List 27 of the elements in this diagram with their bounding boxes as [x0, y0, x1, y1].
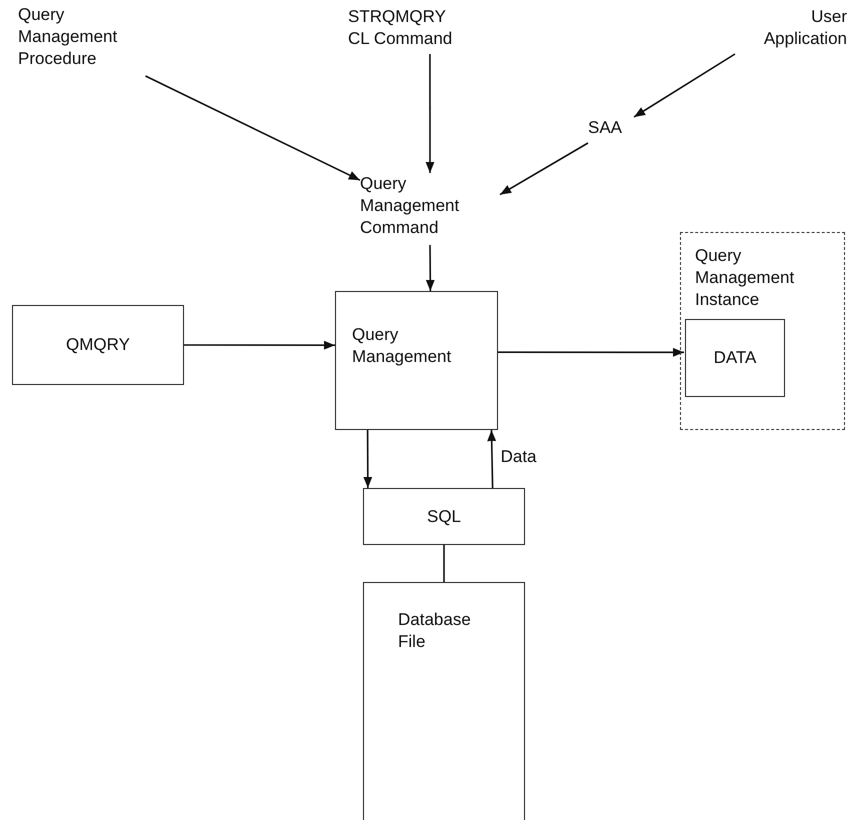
- dashed-group-box: [680, 232, 845, 430]
- arrow: [498, 348, 684, 357]
- box-label: Query Management: [352, 324, 452, 368]
- node-label: Query Management Command: [360, 173, 460, 240]
- node-label: User Application: [762, 6, 847, 50]
- box-label: Database File: [398, 609, 472, 654]
- arrow: [184, 340, 335, 350]
- box-label: Query Management Instance: [695, 245, 796, 312]
- box-label: SQL: [426, 505, 462, 528]
- process-box: [685, 319, 785, 397]
- process-box: [12, 305, 184, 385]
- arrow: [145, 75, 360, 181]
- arrow: [500, 142, 588, 196]
- node-label: Query Management Procedure: [18, 4, 118, 70]
- arrow: [426, 54, 434, 173]
- arrow: [363, 430, 372, 488]
- arrow: [487, 430, 496, 488]
- node-label: SAA: [588, 117, 624, 139]
- arrow: [634, 53, 736, 118]
- box-label: DATA: [712, 346, 758, 369]
- arrow: [426, 245, 435, 291]
- node-label: STRQMQRY CL Command: [348, 6, 454, 50]
- process-box: [335, 291, 498, 430]
- connector-line: [443, 545, 445, 582]
- process-box: [363, 582, 525, 820]
- box-label: QMQRY: [65, 334, 131, 356]
- process-box: [363, 488, 525, 545]
